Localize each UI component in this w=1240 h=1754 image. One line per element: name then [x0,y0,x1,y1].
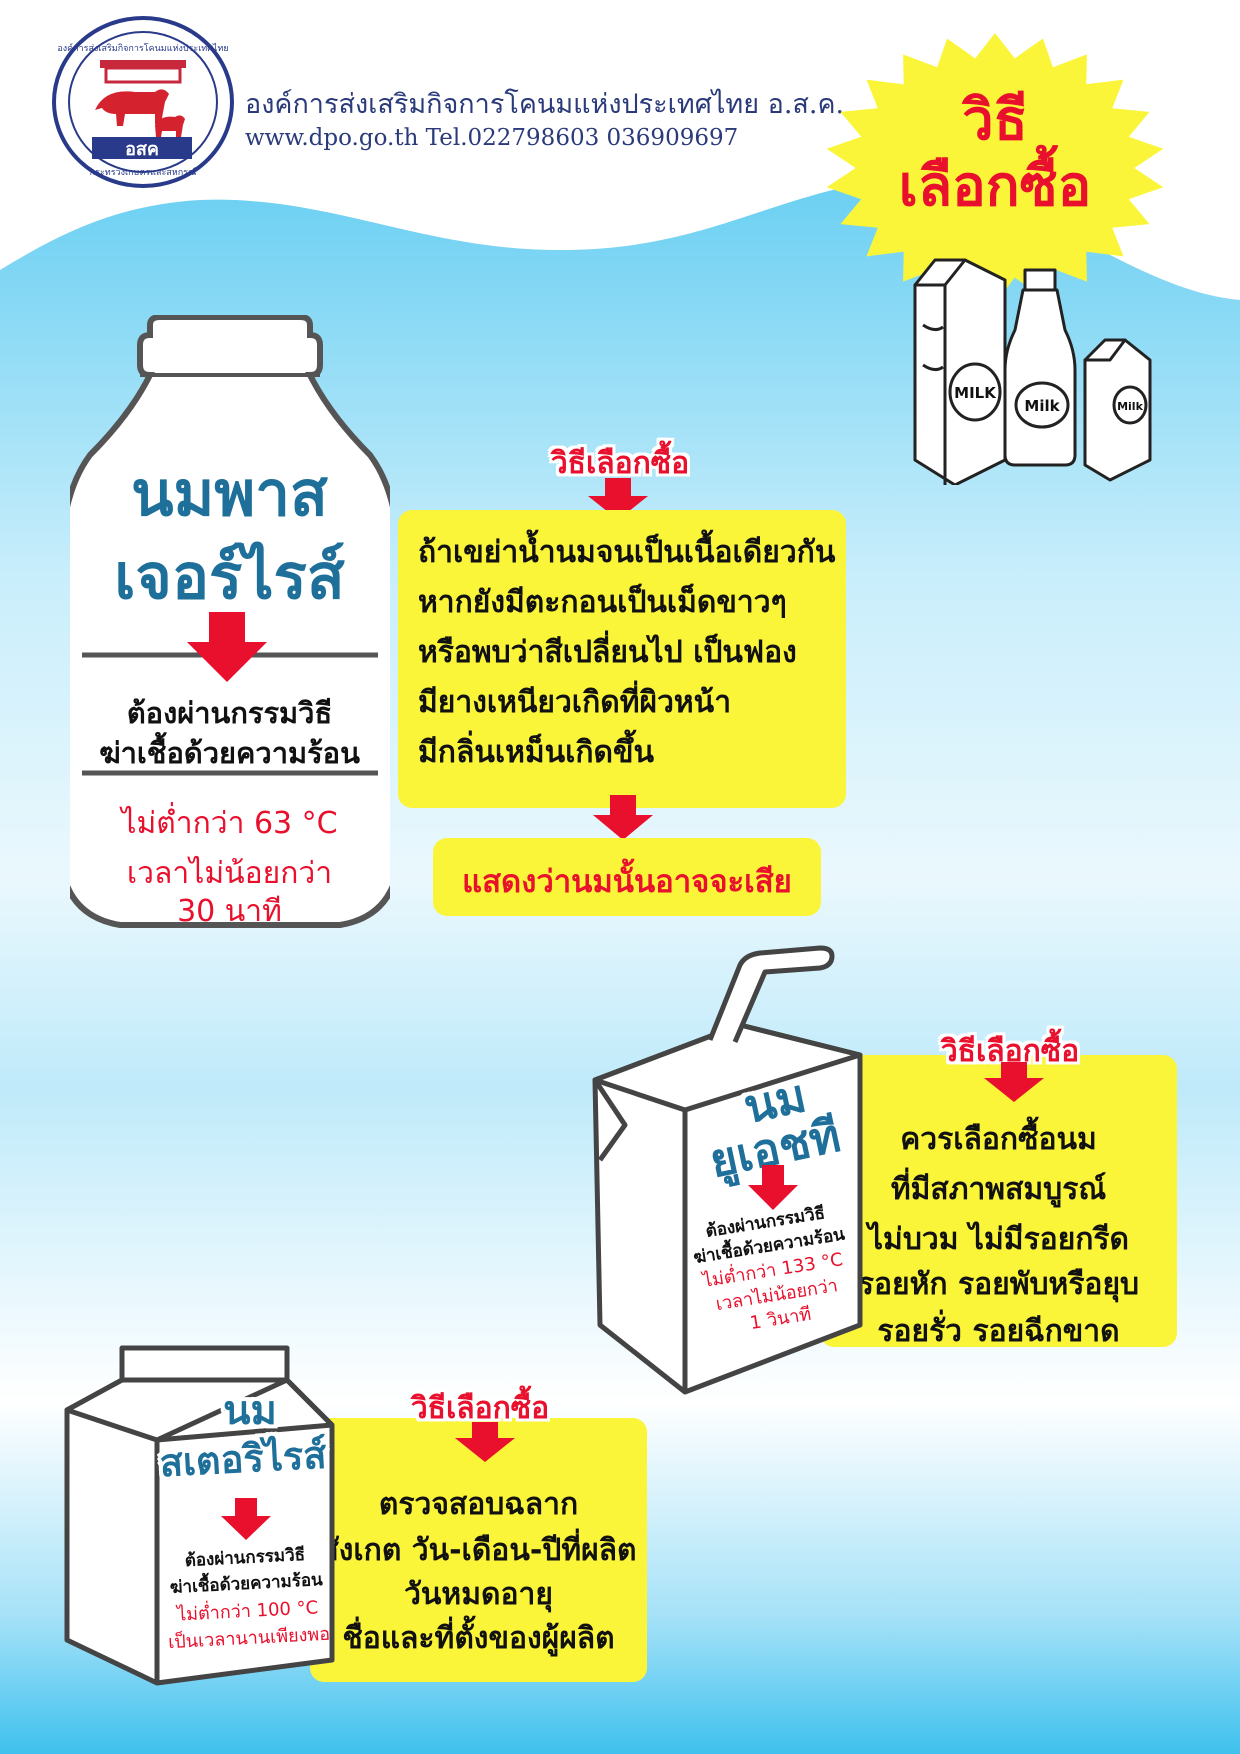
pasteurized-tip: มีกลิ่นเหม็นเกิดขึ้น [418,735,655,770]
pasteurized-result: แสดงว่านมนั้นอาจจะเสีย [462,864,792,900]
uht-tip: รอยรั่ว รอยฉีกขาด [877,1314,1120,1349]
uht-carton [592,945,863,1395]
svg-text:องค์การส่งเสริมกิจการโคนมแห่งป: องค์การส่งเสริมกิจการโคนมแห่งประเทศไทย [57,42,228,54]
sterilized-tip: ชื่อและที่ตั้งของผู้ผลิต [342,1621,615,1656]
svg-text:กระทรวงเกษตรและสหกรณ์: กระทรวงเกษตรและสหกรณ์ [90,166,197,178]
burst-line1: วิธี [962,88,1028,153]
pasteurized-title-line1: นมพาส [131,457,328,530]
starburst [826,33,1164,303]
sterilized-label-panel: ต้องผ่านกรรมวิธี ฆ่าเชื้อด้วยความร้อน ไม… [149,1540,344,1656]
pasteurized-tip: หรือพบว่าสีเปลี่ยนไป เป็นฟอง [418,635,797,670]
down-arrow-icon [984,1062,1044,1102]
sterilized-carton [64,1345,335,1686]
down-arrow-icon [187,612,267,682]
dpo-logo: อสค องค์การส่งเสริมกิจการโคนมแห่งประเทศไ… [52,16,234,188]
svg-text:Milk: Milk [1117,400,1143,413]
uht-tip: ที่มีสภาพสมบูรณ์ [890,1172,1107,1207]
svg-text:Milk: Milk [1024,397,1060,415]
svg-text:MILK: MILK [954,384,997,402]
sterilized-title-line1: นม [223,1388,277,1434]
sterilized-tip: สังเกต วัน-เดือน-ปีที่ผลิต [320,1533,637,1568]
burst-line2: เลือกซื้อ [898,154,1092,219]
pasteurized-tip: มียางเหนียวเกิดที่ผิวหน้า [418,685,732,720]
pasteurized-temp-line1: ไม่ต่ำกว่า 63 °C [121,806,338,841]
sterilized-tip: ตรวจสอบฉลาก [378,1487,579,1522]
uht-tip: รอยหัก รอยพับหรือยุบ [857,1267,1140,1302]
sterilized-how-label: วิธีเลือกซื้อ [410,1391,550,1426]
pasteurized-title-line2: เจอร์ไรส์ [114,540,345,613]
pasteurized-process-line1: ต้องผ่านกรรมวิธี [126,696,333,730]
uht-tip: ควรเลือกซื้อนม [900,1122,1097,1157]
down-arrow-icon [221,1498,271,1540]
pasteurized-temp-line3: 30 นาที [177,894,282,929]
sterilized-tip: วันหมดอายุ [404,1577,553,1612]
pasteurized-result-box: แสดงว่านมนั้นอาจจะเสีย [433,838,821,916]
svg-text:อสค: อสค [125,139,159,160]
uht-tip: ไม่บวม ไม่มีรอยกรีด [867,1222,1130,1257]
pasteurized-tip: หากยังมีตะกอนเป็นเม็ดขาวๆ [418,585,787,620]
sterilized-title-line2: สเตอริไรส์ [158,1432,328,1486]
pasteurized-process-line2: ฆ่าเชื้อด้วยความร้อน [99,736,360,770]
down-arrow-icon [593,795,653,840]
org-name: องค์การส่งเสริมกิจการโคนมแห่งประเทศไทย อ… [245,89,845,120]
sterilized-tips-box: ตรวจสอบฉลาก สังเกต วัน-เดือน-ปีที่ผลิต ว… [310,1418,647,1682]
pasteurized-tips-box: ถ้าเขย่าน้ำนมจนเป็นเนื้อเดียวกัน หากยังม… [398,510,846,808]
down-arrow-icon [748,1165,798,1210]
pasteurized-how-label: วิธีเลือกซื้อ [550,446,690,481]
pasteurized-temp-line2: เวลาไม่น้อยกว่า [126,856,333,891]
pasteurized-tip: ถ้าเขย่าน้ำนมจนเป็นเนื้อเดียวกัน [418,535,836,570]
org-contact: www.dpo.go.th Tel.022798603 036909697 [245,125,739,151]
down-arrow-icon [455,1422,515,1462]
milk-containers-illustration: MILK Milk Milk [913,258,1152,485]
uht-tips-box: ควรเลือกซื้อนม ที่มีสภาพสมบูรณ์ ไม่บวม ไ… [820,1055,1177,1349]
down-arrow-icon [588,478,648,520]
